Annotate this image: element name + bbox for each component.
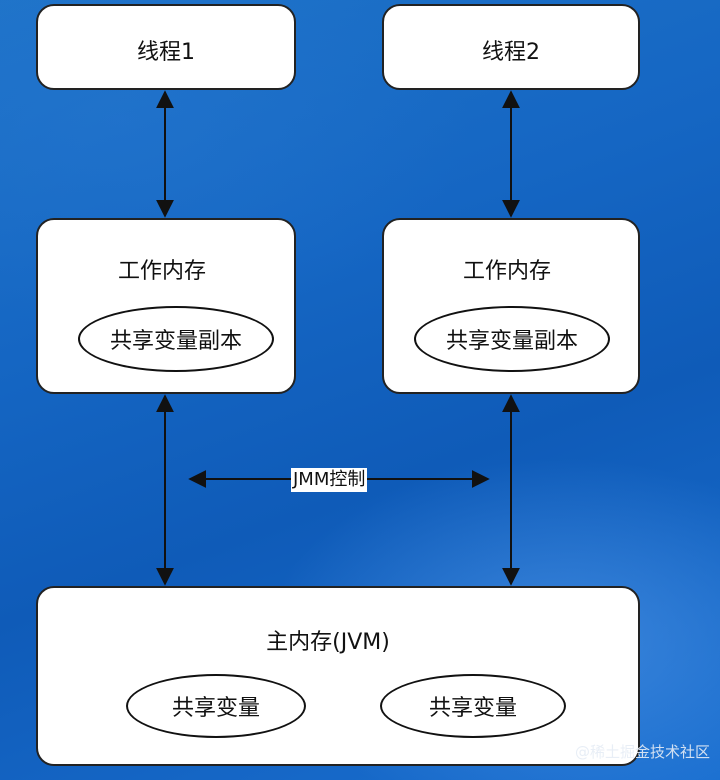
shared-variable-copy-1: 共享变量副本 [78,306,274,372]
shared-variable-2: 共享变量 [380,674,566,738]
watermark: @稀土掘金技术社区 [574,743,710,761]
thread-1-box: 线程1 [36,4,296,90]
work-memory-2-title: 工作内存 [462,259,551,284]
shared-variable-copy-2: 共享变量副本 [414,306,610,372]
work-memory-2-box: 工作内存 共享变量副本 [382,218,640,394]
main-memory-title: 主内存(JVM) [266,630,390,655]
thread-2-label: 线程2 [482,40,540,65]
work-memory-1-title: 工作内存 [117,259,206,284]
shared-variable-1: 共享变量 [126,674,306,738]
work-memory-1-box: 工作内存 共享变量副本 [36,218,296,394]
jmm-control-label: JMM控制 [291,468,368,492]
thread-1-label: 线程1 [137,40,195,65]
main-memory-box: 主内存(JVM) 共享变量 共享变量 [36,586,640,766]
thread-2-box: 线程2 [382,4,640,90]
